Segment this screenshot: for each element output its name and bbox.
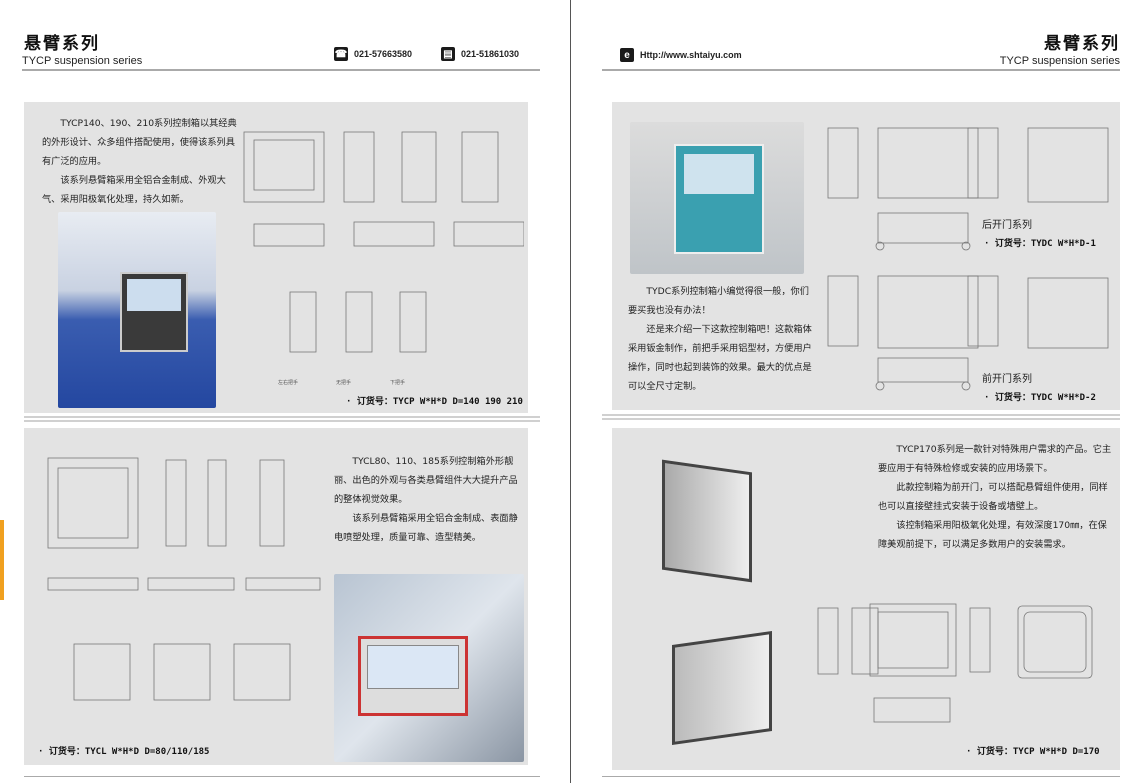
caption: 下把手 <box>390 380 406 386</box>
drawing-side <box>461 131 499 203</box>
drawing-handle <box>345 291 373 353</box>
header-rule <box>22 69 540 71</box>
order-number: · 订货号：TYCP W*H*D D=140 190 210 <box>346 397 523 407</box>
section-description: TYCP140、190、210系列控制箱以其经典的外形设计、众多组件搭配使用，使… <box>42 114 242 209</box>
paragraph: 该控制箱采用阳极氧化处理，有效深度170㎜，在保障美观前提下，可以满足多数用户的… <box>878 520 1107 550</box>
fax-number: 021-51861030 <box>461 49 520 59</box>
footer-rule <box>24 776 540 777</box>
section-description: TYCL80、110、185系列控制箱外形靓丽、出色的外观与各类悬臂组件大大提升… <box>334 452 518 547</box>
paragraph: TYCP170系列是一款针对特殊用户需求的产品。它主要应用于有特殊检修或安装的应… <box>878 444 1112 474</box>
separator <box>602 412 1120 422</box>
drawing-handle <box>289 291 317 353</box>
website-url[interactable]: Http://www.shtaiyu.com <box>640 50 742 60</box>
technical-drawings <box>827 127 1109 391</box>
screen <box>127 279 181 311</box>
section-tydc: TYDC系列控制箱小编觉得很一般，你们要买我也没有办法！ 还是来介绍一下这款控制… <box>612 102 1120 410</box>
drawing-side <box>401 131 437 203</box>
phone-number: 021-57663580 <box>354 49 413 59</box>
paragraph: 该系列悬臂箱采用全铝合金制成、外观大气、采用阳极氧化处理，持久如新。 <box>42 175 226 205</box>
page-subtitle: TYCP suspension series <box>999 55 1120 67</box>
product-photo <box>334 574 524 762</box>
product-photo <box>630 122 804 274</box>
paragraph: 此款控制箱为前开门，可以搭配悬臂组件使用，同样也可以直接壁挂式安装于设备或墙壁上… <box>878 482 1108 512</box>
drawing-front-inner <box>253 139 315 191</box>
caption: 无把手 <box>336 380 352 386</box>
paragraph: TYCL80、110、185系列控制箱外形靓丽、出色的外观与各类悬臂组件大大提升… <box>334 456 518 505</box>
front-door-title: 前开门系列 <box>982 374 1032 385</box>
phone: ☎ 021-57663580 <box>334 47 412 61</box>
drawing-top <box>253 223 325 247</box>
screen <box>684 154 754 194</box>
product-photo <box>58 212 216 408</box>
section-tycl: TYCL80、110、185系列控制箱外形靓丽、出色的外观与各类悬臂组件大大提升… <box>24 428 528 765</box>
order-number: · 订货号：TYCL W*H*D D=80/110/185 <box>38 747 210 757</box>
header-rule <box>602 69 1120 71</box>
page-subtitle: TYCP suspension series <box>22 55 143 67</box>
web-icon: e <box>620 48 634 62</box>
control-panel-image <box>358 636 468 716</box>
control-panel-image <box>674 144 764 254</box>
technical-drawings <box>47 457 321 701</box>
enclosure-image <box>662 459 752 583</box>
technical-drawings <box>243 131 524 353</box>
paragraph: 该系列悬臂箱采用全铝合金制成、表面静电喷塑处理，质量可靠、造型精美。 <box>334 513 518 543</box>
order-number: · 订货号：TYDC W*H*D-1 <box>984 239 1096 249</box>
fax-icon: ▤ <box>441 47 455 61</box>
product-photo-open-back <box>662 618 792 758</box>
page-divider <box>570 0 571 783</box>
drawing-handle <box>399 291 427 353</box>
technical-drawings <box>817 603 1093 723</box>
phone-icon: ☎ <box>334 47 348 61</box>
caption: 左右把手 <box>278 380 299 386</box>
paragraph: TYDC系列控制箱小编觉得很一般，你们要买我也没有办法！ <box>628 286 809 316</box>
separator <box>24 414 540 424</box>
order-number: · 订货号：TYCP W*H*D D=170 <box>966 747 1100 757</box>
paragraph: TYCP140、190、210系列控制箱以其经典的外形设计、众多组件搭配使用，使… <box>42 118 237 167</box>
fax: ▤ 021-51861030 <box>441 47 519 61</box>
drawing-top <box>453 221 524 247</box>
drawing-side <box>343 131 375 203</box>
section-description: TYDC系列控制箱小编觉得很一般，你们要买我也没有办法！ 还是来介绍一下这款控制… <box>628 282 812 396</box>
drawing-top <box>353 221 435 247</box>
page-title: 悬臂系列 <box>1044 34 1120 54</box>
rear-door-title: 后开门系列 <box>982 220 1032 231</box>
paragraph: 还是来介绍一下这款控制箱吧！这款箱体采用钣金制作，前把手采用铝型材，方便用户操作… <box>628 324 812 392</box>
section-tycp: TYCP140、190、210系列控制箱以其经典的外形设计、众多组件搭配使用，使… <box>24 102 528 413</box>
product-photo-open-front <box>652 456 792 596</box>
section-description: TYCP170系列是一款针对特殊用户需求的产品。它主要应用于有特殊检修或安装的应… <box>878 440 1114 554</box>
enclosure-image <box>672 630 772 746</box>
control-panel-image <box>120 272 188 352</box>
footer-rule <box>602 776 1120 777</box>
screen <box>367 645 459 689</box>
page-edge-marker <box>0 520 4 600</box>
drawing-front <box>243 131 325 203</box>
section-tycp170: TYCP170系列是一款针对特殊用户需求的产品。它主要应用于有特殊检修或安装的应… <box>612 428 1120 770</box>
order-number: · 订货号：TYDC W*H*D-2 <box>984 393 1096 403</box>
website: e Http://www.shtaiyu.com <box>620 48 742 62</box>
page-title: 悬臂系列 <box>24 34 100 54</box>
